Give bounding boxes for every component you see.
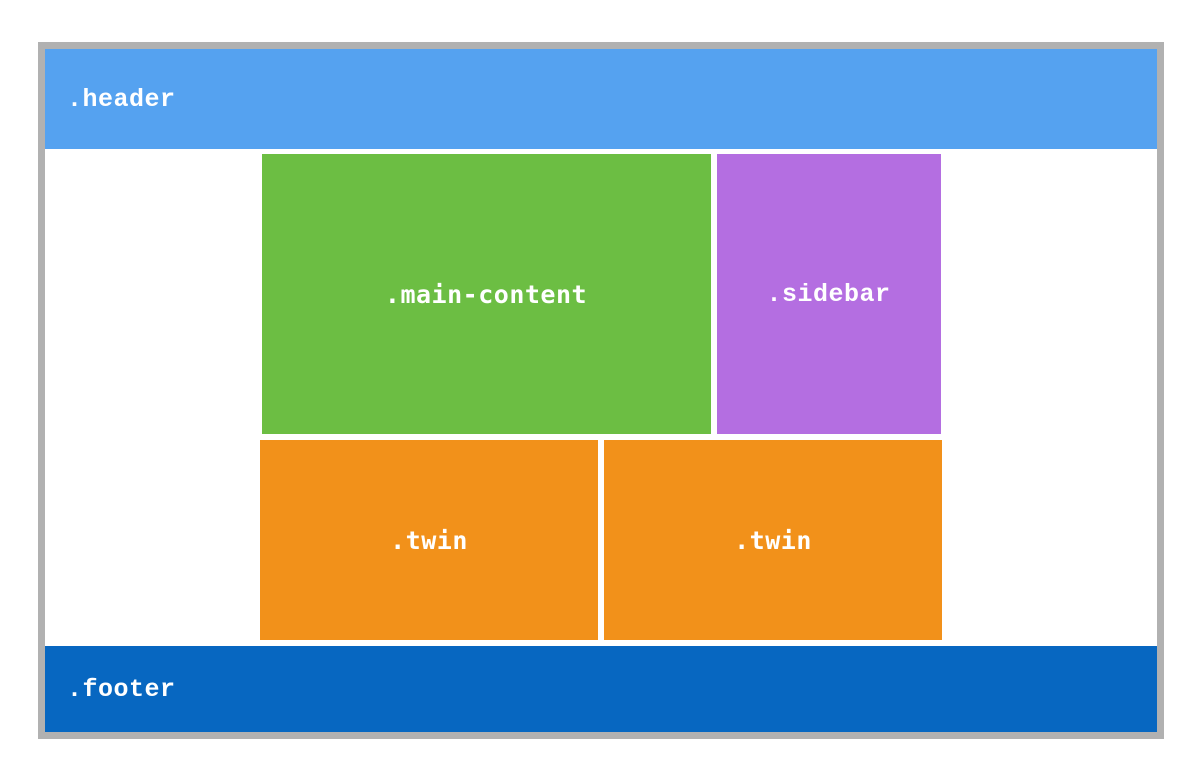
main-content-label: .main-content: [384, 279, 588, 309]
header-block: .header: [45, 49, 1157, 149]
twin-block-left: .twin: [260, 440, 598, 640]
sidebar-block: .sidebar: [716, 154, 941, 434]
main-content-block: .main-content: [261, 154, 711, 434]
twin-block-right: .twin: [604, 440, 942, 640]
twin-left-label: .twin: [390, 525, 468, 555]
header-label: .header: [67, 84, 176, 114]
twin-right-label: .twin: [734, 525, 812, 555]
sidebar-label: .sidebar: [766, 279, 891, 309]
layout-demo-container: .header .main-content .sidebar .twin .tw…: [38, 42, 1164, 739]
content-row: .main-content .sidebar: [45, 154, 1157, 434]
twin-row: .twin .twin: [45, 440, 1157, 640]
footer-block: .footer: [45, 646, 1157, 732]
footer-label: .footer: [67, 674, 176, 704]
